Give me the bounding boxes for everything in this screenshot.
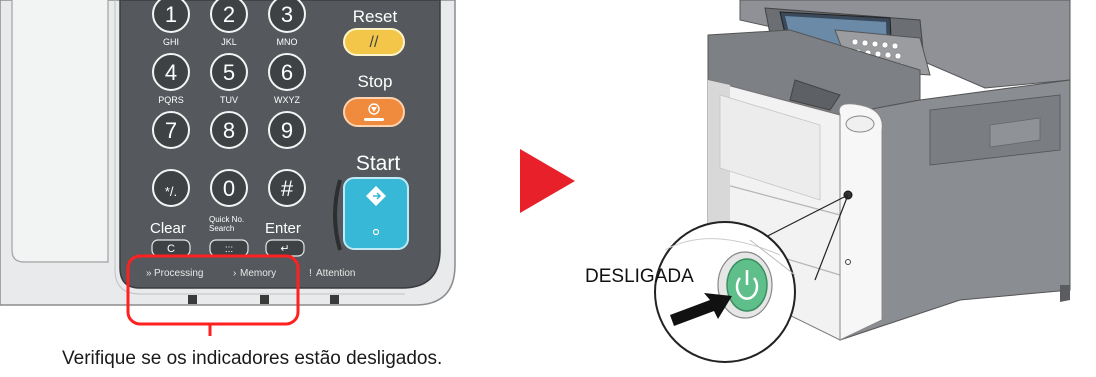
enter-label: Enter (265, 220, 301, 237)
key-digit: 8 (223, 118, 235, 143)
key-9[interactable]: 9 (268, 111, 306, 149)
attention-led (330, 295, 339, 304)
key-12[interactable]: # (268, 169, 306, 207)
key-digit: 2 (223, 2, 235, 27)
key-digit: 5 (223, 60, 235, 85)
press-arrow-icon (670, 293, 732, 326)
key-3[interactable]: 3 (268, 0, 306, 33)
quick-no-label-2: Search (209, 224, 234, 233)
printer-illustration (654, 0, 1071, 363)
processing-indicator-icon: » (146, 268, 152, 279)
indicator-highlight (126, 254, 300, 326)
key-digit: */. (165, 184, 177, 199)
key-digit: 4 (165, 60, 177, 85)
key-1[interactable]: 1 (152, 0, 190, 33)
stop-label: Stop (358, 72, 393, 91)
arrow-right-icon (520, 149, 575, 213)
key-digit: 1 (165, 2, 177, 27)
key-letters: TUV (220, 95, 238, 105)
key-7[interactable]: 7 (152, 111, 190, 149)
memory-indicator-label: Memory (240, 268, 276, 279)
processing-indicator-label: Processing (154, 268, 203, 279)
svg-text:C: C (167, 243, 175, 255)
key-letters: MNO (277, 37, 298, 47)
key-5[interactable]: 5 (210, 53, 248, 91)
key-11[interactable]: 0 (210, 169, 248, 207)
clear-label: Clear (150, 220, 186, 237)
quick-no-label: Quick No. (209, 215, 244, 224)
key-letters: PQRS (158, 95, 184, 105)
svg-text::::: ::: (225, 244, 233, 255)
power-state-label: DESLIGADA (585, 266, 694, 287)
key-digit: 0 (223, 176, 235, 201)
key-4[interactable]: 4 (152, 53, 190, 91)
power-icon (735, 270, 759, 300)
clear-button[interactable]: C (151, 239, 191, 257)
stop-icon (364, 103, 384, 121)
stop-button[interactable] (343, 97, 405, 127)
key-digit: 6 (281, 60, 293, 85)
key-digit: # (281, 176, 294, 201)
key-8[interactable]: 8 (210, 111, 248, 149)
reset-label: Reset (353, 7, 398, 26)
start-icon (366, 186, 386, 236)
svg-text:↵: ↵ (280, 243, 289, 255)
key-letters: JKL (221, 37, 237, 47)
key-digit: 7 (165, 118, 177, 143)
key-6[interactable]: 6 (268, 53, 306, 91)
memory-led (260, 295, 269, 304)
key-letters: GHI (163, 37, 179, 47)
start-label: Start (356, 152, 401, 175)
attention-indicator-label: Attention (316, 268, 355, 279)
attention-indicator-icon: ! (309, 268, 312, 279)
key-10[interactable]: */. (152, 169, 190, 207)
key-digit: 3 (281, 2, 293, 27)
key-digit: 9 (281, 118, 293, 143)
caption-text: Verifique se os indicadores estão deslig… (62, 348, 443, 369)
power-button[interactable] (717, 251, 773, 319)
key-letters: WXYZ (274, 95, 301, 105)
reset-icon: // (370, 34, 379, 51)
start-button[interactable] (343, 177, 409, 250)
enter-button[interactable]: ↵ (265, 239, 305, 257)
reset-button[interactable]: // (343, 28, 405, 56)
processing-led (188, 295, 197, 304)
quick-no-search-button[interactable]: ::: (209, 239, 249, 257)
key-2[interactable]: 2 (210, 0, 248, 33)
memory-indicator-icon: › (233, 268, 236, 279)
